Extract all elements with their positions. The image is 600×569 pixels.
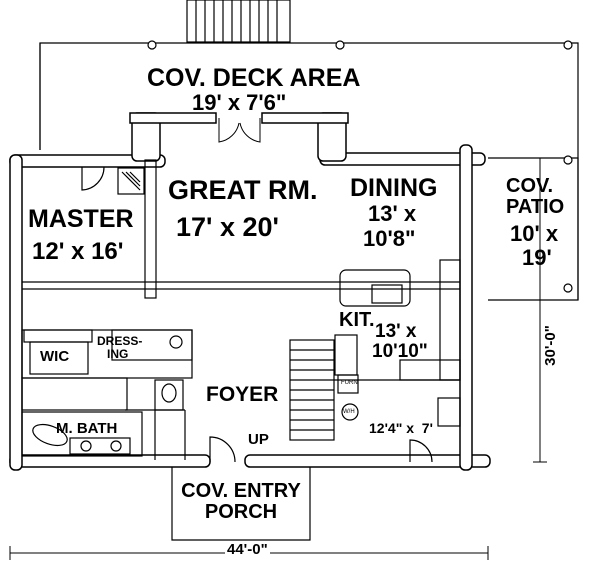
patio-size-2: 19'	[522, 245, 552, 270]
dressing-line-2: ING	[107, 347, 129, 361]
exterior-walls	[9, 112, 491, 471]
fireplace	[117, 167, 145, 195]
utility-size: 12'4" x 7'	[369, 420, 433, 436]
foyer-name: FOYER	[206, 383, 279, 406]
porch-name-1: COV. ENTRY	[181, 480, 301, 502]
porch-name-2: PORCH	[204, 501, 278, 523]
width-dimension: 44'-0"	[225, 541, 270, 558]
interior-walls	[21, 159, 461, 541]
great-room-name: GREAT RM.	[168, 175, 318, 205]
stairs-up-label: UP	[248, 431, 269, 448]
depth-dimension: 30'-0"	[541, 325, 559, 366]
deck-outline	[39, 42, 579, 150]
furnace-label: FURN	[341, 380, 358, 386]
master-size: 12' x 16'	[32, 238, 124, 265]
deck-size: 19' x 7'6"	[192, 90, 287, 115]
kitchen-size-2: 10'10"	[372, 341, 428, 362]
kitchen-size-1: 13' x	[375, 321, 417, 342]
french-doors	[218, 118, 261, 143]
great-room-size: 17' x 20'	[176, 212, 279, 242]
dressing-line-1: DRESS-	[97, 334, 143, 348]
water-heater-label: W/H	[343, 409, 355, 415]
master-name: MASTER	[28, 205, 134, 233]
dining-size-2: 10'8"	[363, 226, 416, 251]
dining-size-1: 13' x	[368, 201, 417, 226]
dining-name: DINING	[350, 174, 438, 202]
bath-name: M. BATH	[56, 420, 118, 437]
patio-name-2: PATIO	[506, 196, 565, 218]
kitchen-name: KIT.	[339, 309, 375, 331]
patio-name-1: COV.	[506, 175, 554, 197]
patio-size-1: 10' x	[510, 221, 559, 246]
deck-name: COV. DECK AREA	[147, 64, 361, 92]
wic-name: WIC	[40, 348, 70, 365]
deck-posts	[147, 40, 573, 293]
chimney	[186, 0, 291, 43]
